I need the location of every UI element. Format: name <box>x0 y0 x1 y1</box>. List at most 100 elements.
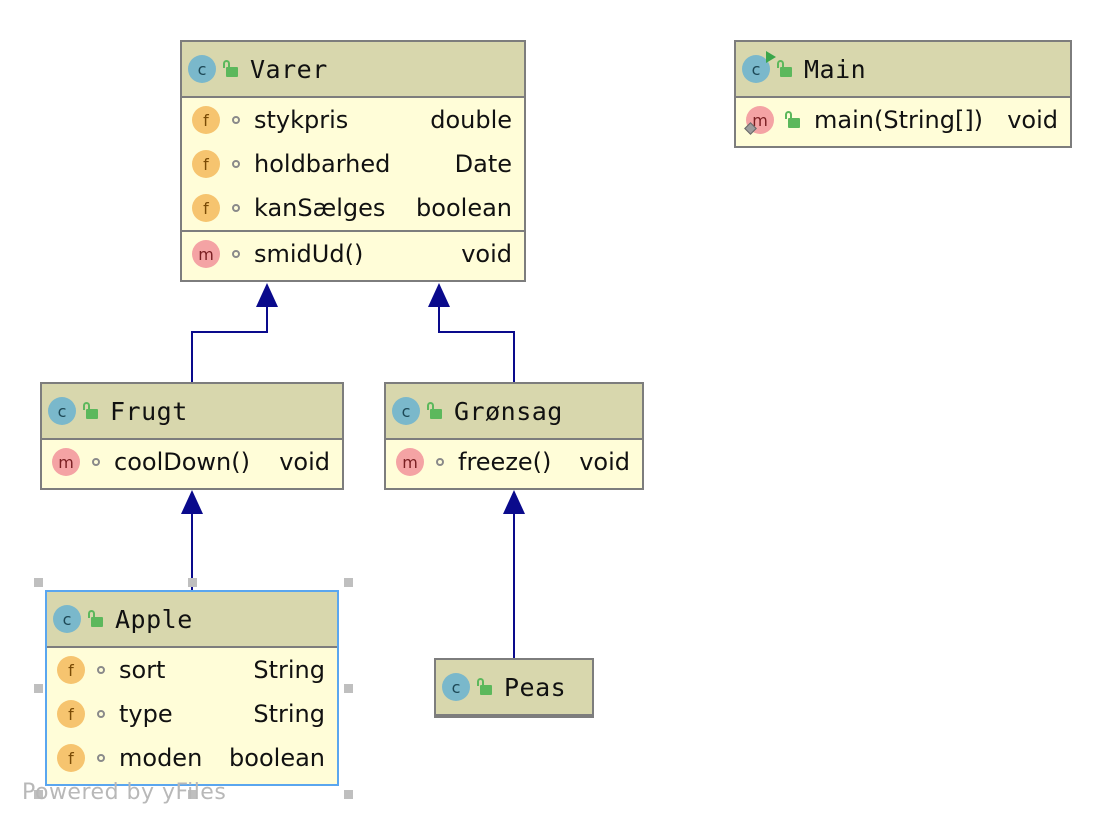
class-gronsag-header[interactable]: c Grønsag <box>386 384 642 440</box>
method-icon: m <box>192 240 220 268</box>
resize-handle-top-middle[interactable] <box>188 578 197 587</box>
resize-handle-bottom-right[interactable] <box>344 790 353 799</box>
public-lock-icon <box>222 60 240 78</box>
method-row[interactable]: m main(String[]) void <box>736 98 1070 142</box>
class-name: Main <box>804 54 867 84</box>
class-apple-header[interactable]: c Apple <box>47 592 337 648</box>
fields-section: f sort String f type String f moden bool… <box>47 648 337 780</box>
class-name: Frugt <box>110 396 188 426</box>
fields-section: f stykpris double f holdbarhed Date f ka… <box>182 98 524 230</box>
field-name: moden <box>119 744 203 772</box>
field-type: String <box>253 656 325 684</box>
field-icon: f <box>192 106 220 134</box>
public-lock-icon <box>82 402 100 420</box>
runnable-class-icon: c <box>742 51 776 83</box>
package-visibility-icon <box>97 710 105 718</box>
class-icon: c <box>48 397 76 425</box>
field-name: holdbarhed <box>254 150 391 178</box>
class-name: Apple <box>115 604 193 634</box>
field-name: kanSælges <box>254 194 386 222</box>
run-badge-icon <box>766 51 776 63</box>
public-lock-icon <box>776 60 794 78</box>
methods-section: m coolDown() void <box>42 440 342 484</box>
methods-section: m main(String[]) void <box>736 98 1070 142</box>
field-row[interactable]: f moden boolean <box>47 736 337 780</box>
class-varer[interactable]: c Varer f stykpris double f holdbarhed D… <box>180 40 526 282</box>
class-icon: c <box>392 397 420 425</box>
field-type: boolean <box>229 744 325 772</box>
arrowhead-apple-to-frugt <box>181 490 203 514</box>
method-return-type: void <box>1007 106 1058 134</box>
package-visibility-icon <box>97 754 105 762</box>
resize-handle-middle-right[interactable] <box>344 684 353 693</box>
resize-handle-bottom-left[interactable] <box>34 790 43 799</box>
field-type: boolean <box>416 194 512 222</box>
class-main-header[interactable]: c Main <box>736 42 1070 98</box>
field-icon: f <box>57 656 85 684</box>
method-name: smidUd() <box>254 240 364 268</box>
class-name: Grønsag <box>454 396 563 426</box>
edge-frugt-to-varer <box>191 300 268 382</box>
arrowhead-frugt-to-varer <box>256 283 278 307</box>
field-row[interactable]: f kanSælges boolean <box>182 186 524 230</box>
public-lock-icon <box>426 402 444 420</box>
resize-handle-top-left[interactable] <box>34 578 43 587</box>
method-row[interactable]: m smidUd() void <box>182 232 524 276</box>
package-visibility-icon <box>232 160 240 168</box>
field-icon: f <box>57 700 85 728</box>
package-visibility-icon <box>232 204 240 212</box>
public-lock-icon <box>784 111 802 129</box>
edge-gronsag-to-varer <box>438 300 515 382</box>
method-return-type: void <box>579 448 630 476</box>
field-name: stykpris <box>254 106 349 134</box>
yfiles-watermark: Powered by yFiles <box>22 780 227 805</box>
public-lock-icon <box>476 678 494 696</box>
method-icon: m <box>396 448 424 476</box>
field-row[interactable]: f stykpris double <box>182 98 524 142</box>
field-icon: f <box>57 744 85 772</box>
method-icon: m <box>52 448 80 476</box>
field-icon: f <box>192 194 220 222</box>
field-name: sort <box>119 656 166 684</box>
methods-section: m freeze() void <box>386 440 642 484</box>
class-icon: c <box>53 605 81 633</box>
package-visibility-icon <box>232 116 240 124</box>
field-row[interactable]: f sort String <box>47 648 337 692</box>
methods-section: m smidUd() void <box>182 230 524 276</box>
static-method-icon: m <box>744 106 774 135</box>
class-frugt-header[interactable]: c Frugt <box>42 384 342 440</box>
package-visibility-icon <box>97 666 105 674</box>
package-visibility-icon <box>232 250 240 258</box>
class-apple[interactable]: c Apple f sort String f type String f mo… <box>45 590 339 786</box>
resize-handle-middle-left[interactable] <box>34 684 43 693</box>
method-row[interactable]: m coolDown() void <box>42 440 342 484</box>
arrowhead-gronsag-to-varer <box>428 283 450 307</box>
arrowhead-peas-to-gronsag <box>503 490 525 514</box>
field-icon: f <box>192 150 220 178</box>
field-type: Date <box>454 150 512 178</box>
field-row[interactable]: f holdbarhed Date <box>182 142 524 186</box>
class-gronsag[interactable]: c Grønsag m freeze() void <box>384 382 644 490</box>
package-visibility-icon <box>436 458 444 466</box>
method-return-type: void <box>279 448 330 476</box>
field-type: String <box>253 700 325 728</box>
method-row[interactable]: m freeze() void <box>386 440 642 484</box>
class-main[interactable]: c Main m main(String[]) void <box>734 40 1072 148</box>
class-varer-header[interactable]: c Varer <box>182 42 524 98</box>
field-type: double <box>430 106 512 134</box>
class-name: Varer <box>250 54 328 84</box>
class-peas-header[interactable]: c Peas <box>436 660 592 714</box>
class-frugt[interactable]: c Frugt m coolDown() void <box>40 382 344 490</box>
method-return-type: void <box>461 240 512 268</box>
class-icon: c <box>442 673 470 701</box>
method-name: freeze() <box>458 448 552 476</box>
class-name: Peas <box>504 672 567 702</box>
public-lock-icon <box>87 610 105 628</box>
resize-handle-top-right[interactable] <box>344 578 353 587</box>
method-name: coolDown() <box>114 448 250 476</box>
method-name: main(String[]) <box>814 106 984 134</box>
class-peas[interactable]: c Peas <box>434 658 594 718</box>
resize-handle-bottom-middle[interactable] <box>188 790 197 799</box>
field-row[interactable]: f type String <box>47 692 337 736</box>
